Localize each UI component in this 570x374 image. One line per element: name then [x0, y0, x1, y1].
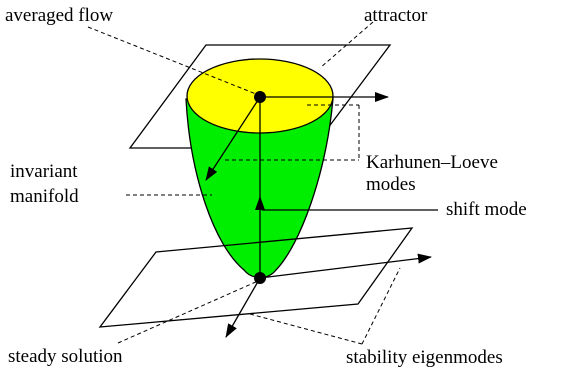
stability-arrow-down [225, 277, 261, 338]
lower-plane [98, 227, 414, 328]
leader-attractor [319, 21, 374, 69]
attractor-point [254, 91, 266, 103]
leader-stability-2 [361, 267, 401, 345]
label-stability-eigenmodes: stability eigenmodes [346, 347, 503, 368]
label-invariant: invariant [10, 161, 78, 182]
steady-solution-point [254, 272, 266, 284]
label-shift-mode: shift mode [446, 199, 527, 220]
leader-steady-solution [117, 280, 259, 344]
label-modes: modes [366, 174, 416, 195]
label-attractor: attractor [364, 5, 428, 26]
leader-averaged-flow [87, 26, 257, 95]
stability-arrow-right [259, 253, 432, 279]
label-steady-solution: steady solution [8, 346, 123, 367]
mode-arrow-diagonal [205, 96, 261, 181]
label-karhunen-loeve: Karhunen–Loeve [366, 152, 498, 173]
label-manifold: manifold [10, 186, 79, 207]
label-averaged-flow: averaged flow [5, 5, 113, 26]
leader-stability-1 [249, 313, 363, 345]
